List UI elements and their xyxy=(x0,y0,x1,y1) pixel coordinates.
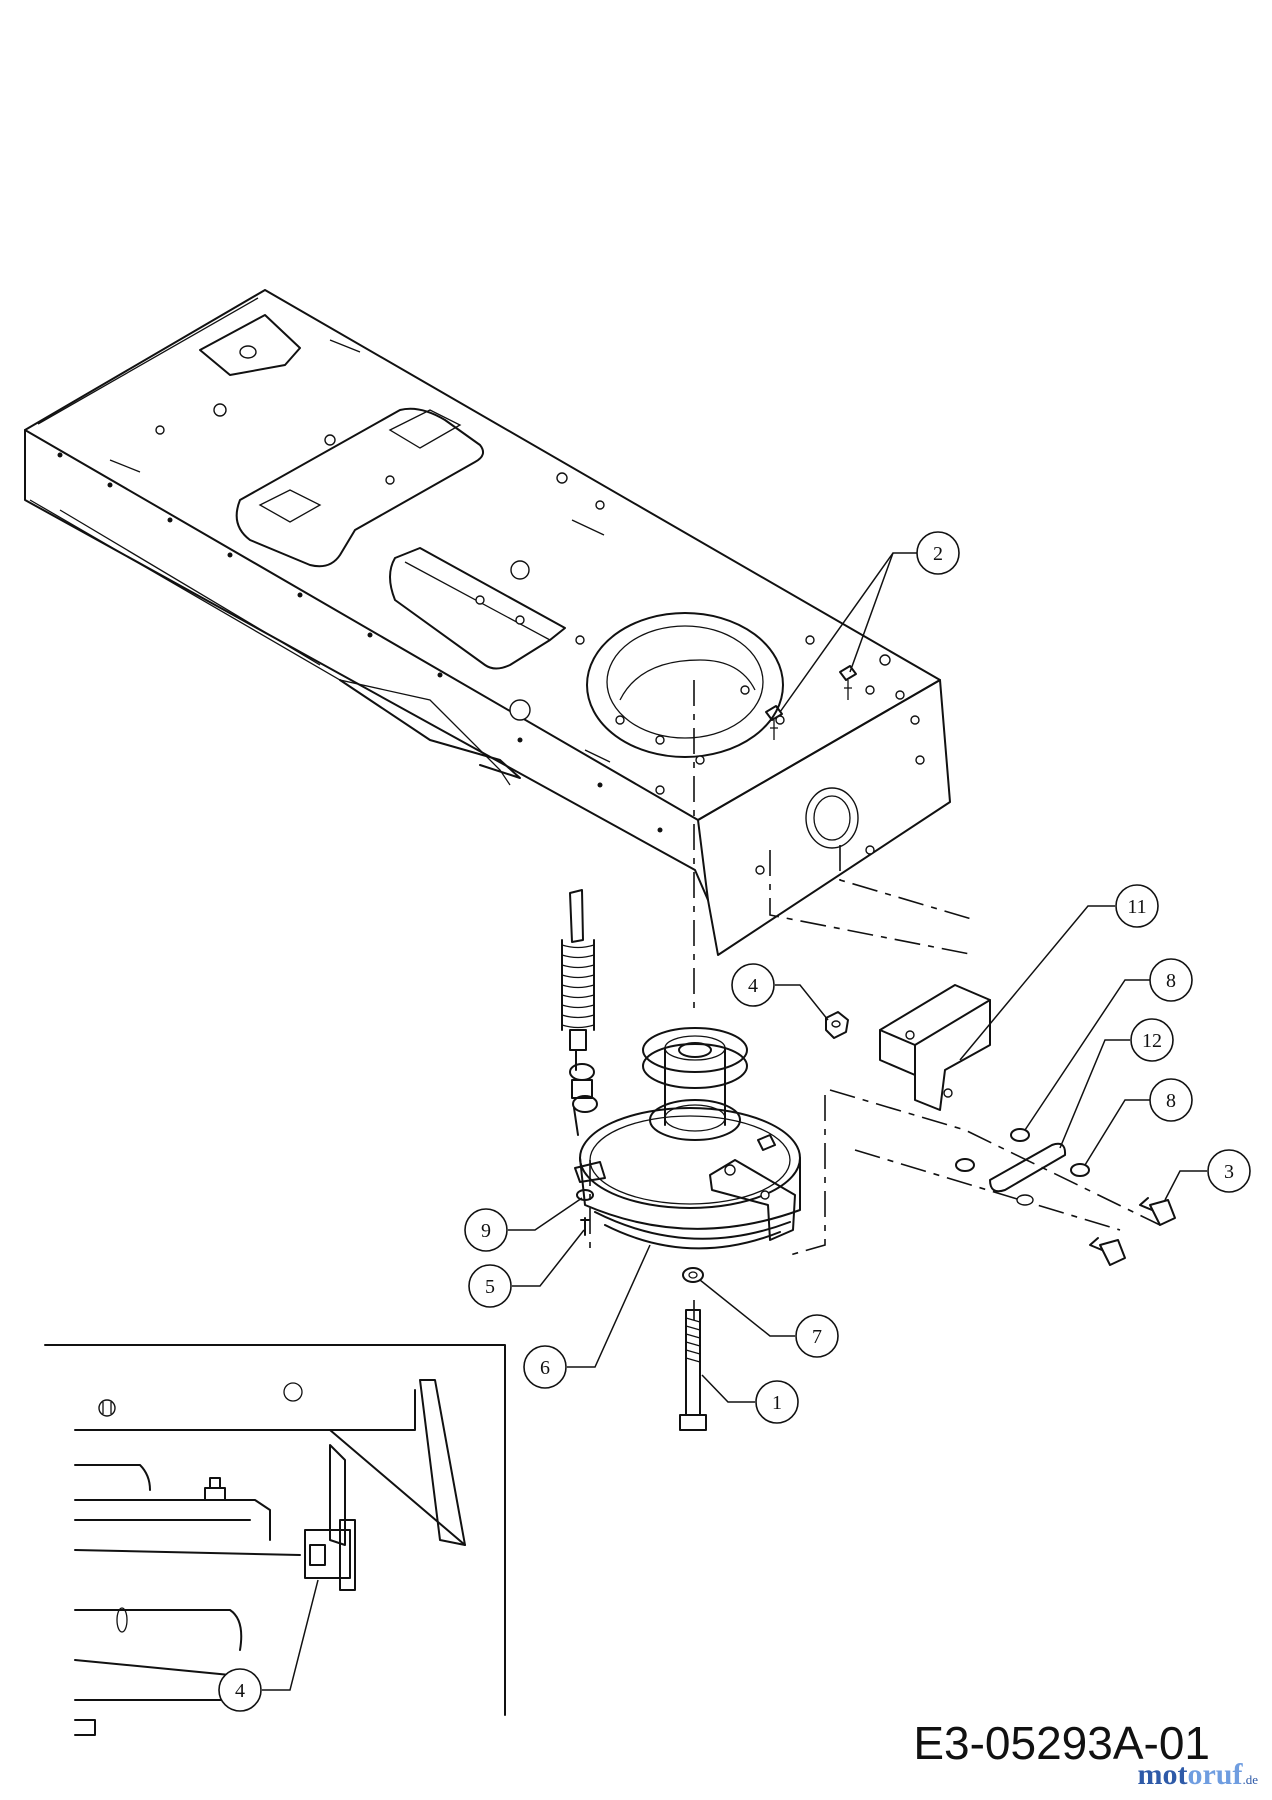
callout-label: 4 xyxy=(748,975,758,997)
part-3-bolts xyxy=(1089,1197,1176,1266)
callout-6: 6 xyxy=(523,1345,567,1389)
callout-8: 8 xyxy=(1149,958,1193,1002)
callout-circle xyxy=(1149,958,1193,1002)
callout-label: 4 xyxy=(235,1680,245,1702)
callout-label: 8 xyxy=(1166,970,1176,992)
callout-1: 1 xyxy=(755,1380,799,1424)
watermark-suffix: .de xyxy=(1242,1772,1258,1787)
callout-9: 9 xyxy=(464,1208,508,1252)
callout-circle xyxy=(1149,1078,1193,1122)
callout-label: 2 xyxy=(933,543,943,565)
callout-5: 5 xyxy=(468,1264,512,1308)
watermark-logo: motoruf.de xyxy=(1137,1758,1258,1792)
callout-label: 7 xyxy=(812,1326,822,1348)
callout-circle xyxy=(218,1668,262,1712)
part-6-pto-clutch xyxy=(574,1027,801,1250)
callout-8: 8 xyxy=(1149,1078,1193,1122)
callout-label: 3 xyxy=(1224,1161,1234,1183)
callout-circle xyxy=(755,1380,799,1424)
callout-label: 11 xyxy=(1127,896,1146,918)
part-11-bracket xyxy=(879,984,991,1111)
frame-plate xyxy=(24,289,951,956)
callout-4: 4 xyxy=(218,1668,262,1712)
callout-leaders xyxy=(262,552,1207,1691)
frame-holes xyxy=(155,403,925,875)
part-8-12-link xyxy=(955,1128,1090,1206)
part-2-bolts xyxy=(765,665,857,740)
callout-circle xyxy=(1130,1018,1174,1062)
callout-bubbles: 2 11 4 8 12 8 3 9 5 7 6 1 4 xyxy=(218,531,1251,1712)
frame-side-holes xyxy=(57,452,663,833)
callout-circle xyxy=(464,1208,508,1252)
callout-label: 6 xyxy=(540,1357,550,1379)
callout-label: 1 xyxy=(772,1392,782,1414)
callout-2: 2 xyxy=(916,531,960,575)
callout-circle xyxy=(731,963,775,1007)
part-4-nut xyxy=(825,1011,849,1039)
callout-12: 12 xyxy=(1130,1018,1174,1062)
callout-label: 8 xyxy=(1166,1090,1176,1112)
watermark-part2: oruf xyxy=(1187,1758,1243,1791)
callout-11: 11 xyxy=(1115,884,1159,928)
inset-detail xyxy=(44,1344,506,1736)
callout-label: 12 xyxy=(1142,1030,1162,1052)
callout-7: 7 xyxy=(795,1314,839,1358)
callout-circle xyxy=(1115,884,1159,928)
watermark-part1: mot xyxy=(1137,1758,1188,1791)
part-9-5 xyxy=(576,1189,594,1236)
callout-label: 5 xyxy=(485,1276,495,1298)
callout-circle xyxy=(795,1314,839,1358)
callout-circle xyxy=(916,531,960,575)
callout-circle xyxy=(468,1264,512,1308)
spring-assembly xyxy=(561,889,598,1136)
callout-4: 4 xyxy=(731,963,775,1007)
assembly-lines xyxy=(589,680,1161,1320)
part-7-1 xyxy=(679,1267,707,1431)
callout-circle xyxy=(1207,1149,1251,1193)
drawing-code: E3-05293A-01 xyxy=(913,1717,1210,1769)
callout-circle xyxy=(523,1345,567,1389)
callout-3: 3 xyxy=(1207,1149,1251,1193)
callout-label: 9 xyxy=(481,1220,491,1242)
